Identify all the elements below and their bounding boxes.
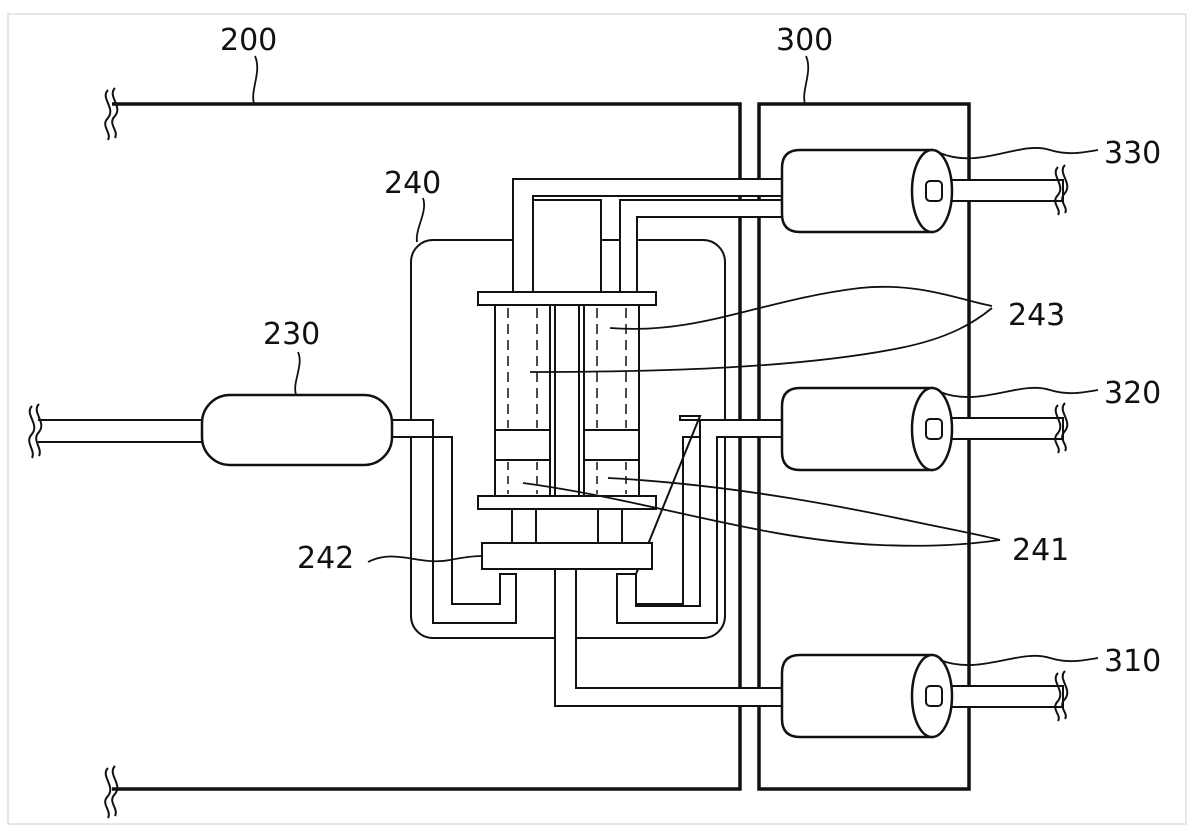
leader-200 [252, 55, 259, 105]
unit-300 [757, 102, 971, 791]
center-rod [554, 304, 580, 497]
label-320: 320 [1104, 376, 1161, 411]
cartridge-left [494, 304, 551, 497]
cylinder-320 [780, 386, 1069, 472]
leader-240 [415, 197, 425, 243]
leader-241-a [522, 482, 1001, 547]
break-mark-top [104, 87, 119, 141]
leader-242 [367, 555, 483, 563]
label-243: 243 [1008, 298, 1065, 333]
pipe-from-230 [389, 419, 517, 624]
leader-243-b [529, 307, 993, 373]
label-300: 300 [776, 23, 833, 58]
break-mark-bottom [104, 765, 119, 819]
leader-310 [939, 654, 1099, 666]
label-241: 241 [1012, 533, 1069, 568]
pipe-to-330-lower [532, 199, 784, 293]
break-mark-left [28, 405, 36, 459]
leader-300 [803, 55, 810, 105]
label-310: 310 [1104, 644, 1161, 679]
cylinder-330 [780, 148, 1069, 234]
label-200: 200 [220, 23, 277, 58]
label-240: 240 [384, 166, 441, 201]
image-border [7, 13, 1187, 825]
label-230: 230 [263, 317, 320, 352]
label-242: 242 [297, 541, 354, 576]
leader-320 [939, 386, 1099, 398]
leader-330 [939, 147, 1099, 160]
filter-assembly [477, 291, 657, 544]
cartridge-right [583, 304, 640, 497]
top-plate [477, 291, 657, 306]
label-330: 330 [1104, 136, 1161, 171]
housing-200 [104, 87, 742, 819]
leader-lines [252, 55, 1099, 666]
manifold-242 [481, 542, 653, 570]
leader-243-a [609, 285, 993, 330]
cylinder-310 [780, 653, 1069, 739]
leader-230 [294, 351, 301, 396]
component-230 [200, 393, 394, 467]
leader-241-b [607, 477, 1001, 541]
input-pipe [28, 403, 208, 459]
